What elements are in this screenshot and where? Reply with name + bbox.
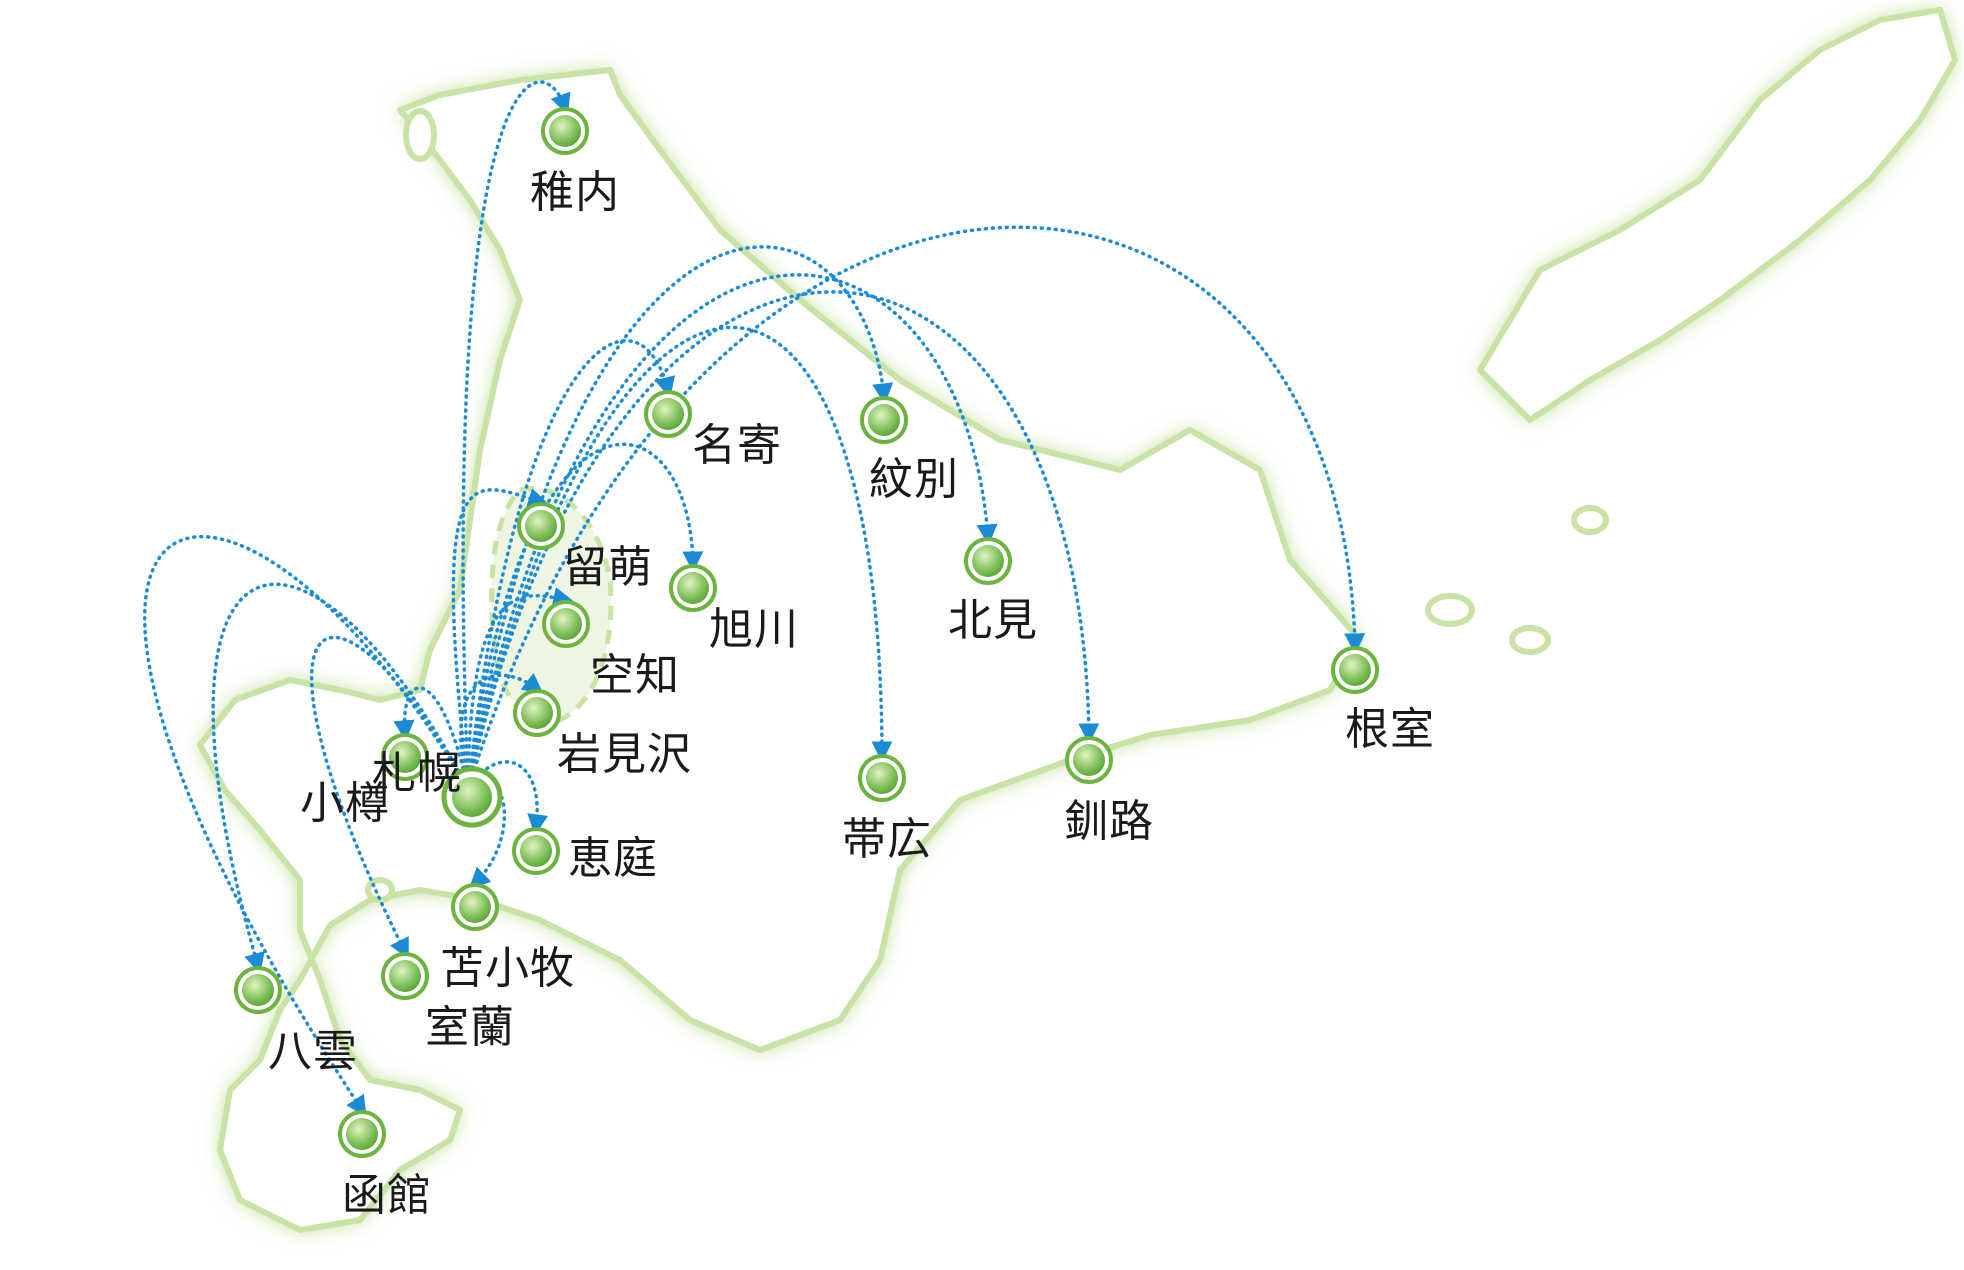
route-yakumo (211, 582, 470, 975)
city-label-hakodate: 函館 (342, 1170, 432, 1221)
city-marker-obihiro[interactable] (858, 754, 906, 802)
city-label-tomakomai: 苫小牧 (440, 943, 575, 994)
city-label-sapporo: 札幌 (372, 748, 462, 799)
city-markers (234, 107, 1379, 1158)
route-obihiro (466, 325, 893, 791)
route-sorachi (466, 587, 575, 791)
city-marker-hakodate[interactable] (338, 1110, 386, 1158)
city-marker-muroran[interactable] (381, 952, 429, 1000)
city-label-wakkanai: 稚内 (530, 167, 620, 218)
city-marker-iwamizawa[interactable] (513, 689, 561, 737)
land (197, 7, 1958, 1233)
city-marker-nemuro[interactable] (1331, 646, 1379, 694)
city-marker-eniwa[interactable] (512, 827, 560, 875)
city-label-otaru: 小樽 (300, 778, 390, 829)
city-marker-yakumo[interactable] (234, 966, 282, 1014)
city-label-muroran: 室蘭 (425, 1002, 515, 1053)
city-label-eniwa: 恵庭 (568, 833, 658, 884)
city-marker-asahikawa[interactable] (669, 564, 717, 612)
city-label-yakumo: 八雲 (268, 1026, 358, 1077)
route-asahikawa (466, 442, 704, 791)
route-nemuro (466, 225, 1366, 791)
route-rumoi (451, 488, 550, 791)
city-label-nemuro: 根室 (1345, 704, 1435, 755)
route-otaru (393, 686, 470, 791)
city-label-obihiro: 帯広 (842, 814, 932, 865)
route-eniwa (466, 760, 549, 836)
city-marker-kushiro[interactable] (1065, 736, 1113, 784)
city-marker-rumoi[interactable] (517, 502, 565, 550)
city-marker-monbetsu[interactable] (860, 396, 908, 444)
city-marker-wakkanai[interactable] (541, 107, 589, 155)
route-iwamizawa (459, 672, 544, 791)
city-label-monbetsu: 紋別 (869, 454, 959, 505)
city-label-iwamizawa: 岩見沢 (557, 729, 692, 780)
route-wakkanai (461, 80, 571, 791)
city-marker-nayoro[interactable] (644, 390, 692, 438)
city-label-kitami: 北見 (948, 595, 1038, 646)
route-kitami (466, 273, 998, 791)
city-label-kushiro: 釧路 (1064, 796, 1154, 847)
city-label-sorachi: 空知 (590, 650, 680, 701)
city-marker-kitami[interactable] (964, 537, 1012, 585)
hub-marker-sapporo[interactable] (441, 766, 503, 828)
city-label-asahikawa: 旭川 (709, 604, 799, 655)
city-marker-tomakomai[interactable] (451, 883, 499, 931)
city-label-rumoi: 留萌 (563, 542, 653, 593)
route-hakodate (142, 534, 470, 1118)
city-marker-sorachi[interactable] (542, 600, 590, 648)
city-marker-otaru[interactable] (381, 733, 429, 781)
city-label-nayoro: 名寄 (692, 420, 782, 471)
